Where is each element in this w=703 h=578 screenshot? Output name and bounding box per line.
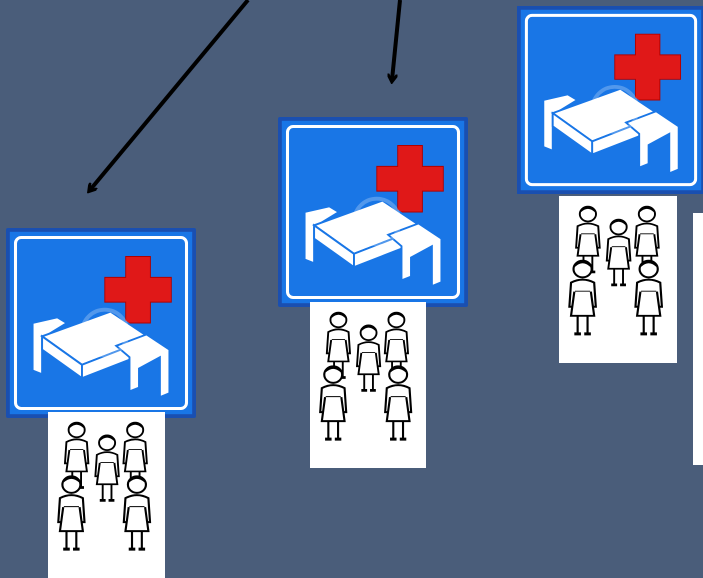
- people-group-icon: [310, 302, 426, 468]
- arrow-to-middle-sign: [392, 0, 402, 80]
- people-group-icon: [559, 196, 677, 363]
- hospital-bed-icon: [278, 117, 468, 307]
- hospital-bed-sign-middle: [278, 117, 468, 307]
- arrow-to-left-sign: [90, 0, 250, 190]
- people-group-right: [559, 196, 677, 363]
- people-group-left: [48, 412, 165, 578]
- side-panel: [693, 213, 703, 465]
- hospital-bed-icon: [517, 5, 703, 195]
- hospital-bed-sign-right: [517, 5, 703, 195]
- people-group-icon: [48, 412, 165, 578]
- people-group-middle: [310, 302, 426, 468]
- hospital-bed-icon: [6, 228, 196, 418]
- hospital-bed-sign-left: [6, 228, 196, 418]
